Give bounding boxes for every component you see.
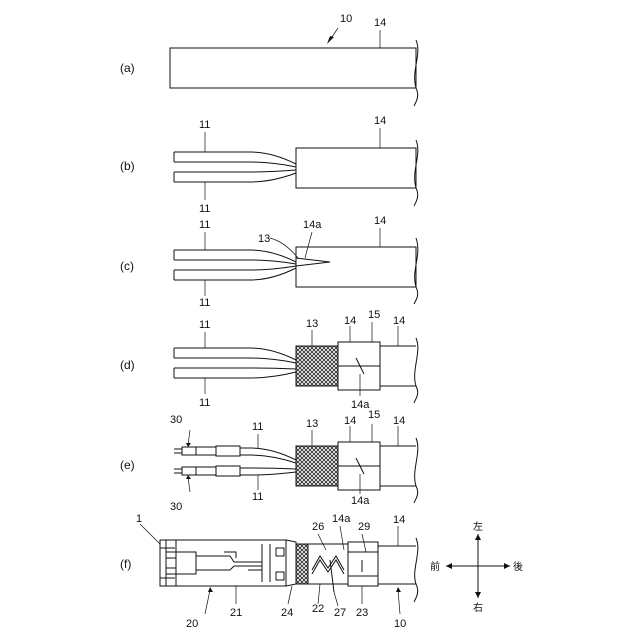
braided-shield [296,446,338,486]
cable-sheath [296,148,416,188]
ref-11-top: 11 [199,319,210,331]
ref-13: 13 [306,318,318,330]
ref-29: 29 [358,521,370,533]
panel-c: (c) 11 11 13 14a 14 [120,215,418,309]
panel-c-label: (c) [120,259,134,273]
cable-sheath [380,446,416,486]
break-line [414,538,418,602]
ferrule [348,542,378,586]
ref-13: 13 [258,233,270,245]
wire-lower [174,170,296,182]
leader-1 [140,524,160,544]
ref-10: 10 [394,618,406,630]
arrow-30-top [186,443,191,447]
ref-30-bottom: 30 [170,501,182,513]
panel-a: (a) 10 14 [120,13,418,106]
leader-22 [318,584,320,604]
ref-14-front: 14 [344,415,356,427]
ref-10: 10 [340,13,352,25]
panel-f-label: (f) [120,557,131,571]
leader-13 [270,238,298,258]
leader-30-top [188,430,190,445]
ref-30-top: 30 [170,414,182,426]
panel-e: (e) 30 30 11 11 13 14 15 [120,409,418,513]
ref-22: 22 [312,603,324,615]
ref-11-bottom: 11 [199,297,210,309]
ref-11-bottom: 11 [252,491,263,503]
terminal-lower [174,466,240,476]
ref-24: 24 [281,607,293,619]
braided-shield [296,544,308,584]
ref-21: 21 [230,607,242,619]
shield-shell [308,544,348,592]
terminal-upper [174,446,240,456]
arrow-back [504,563,510,569]
leader-24 [288,586,292,604]
arrow-20 [208,587,213,592]
ref-11-top: 11 [199,219,210,231]
wire-lower [240,468,296,475]
braided-shield [296,346,338,386]
ref-1: 1 [136,513,142,525]
direction-compass: 左 右 前 後 [430,520,523,614]
ref-15: 15 [368,409,380,421]
panel-e-label: (e) [120,458,135,472]
ref-27: 27 [334,607,346,619]
compass-front: 前 [430,560,440,573]
panel-b: (b) 11 11 14 [120,115,418,215]
ref-14a: 14a [332,513,351,525]
arrow-10 [396,587,401,592]
wire-upper [240,448,296,463]
cable-sheath [378,546,416,584]
wire-upper [174,250,296,264]
panel-d: (d) 11 11 13 14 15 14 14a [120,309,418,411]
compass-right: 右 [473,601,483,614]
cable-sheath [296,247,416,287]
lock-part [286,540,296,586]
cable-sheath [170,48,416,88]
compass-back: 後 [513,560,523,573]
panel-b-label: (b) [120,159,135,173]
ref-20: 20 [186,618,198,630]
wire-lower [174,368,296,378]
ref-14a: 14a [303,219,322,231]
ref-11-top: 11 [199,119,210,131]
cable-sheath [380,346,416,386]
panel-d-label: (d) [120,358,135,372]
ref-14-rear: 14 [393,415,405,427]
leader-30-bottom [188,477,190,492]
ref-14: 14 [374,215,386,227]
ref-11-top: 11 [252,421,263,433]
leader-20 [205,590,210,614]
ref-13: 13 [306,418,318,430]
compass-left: 左 [473,520,483,533]
ref-14: 14 [374,115,386,127]
ref-23: 23 [356,607,368,619]
ref-14: 14 [374,17,386,29]
leader-27 [334,592,338,606]
leader-10 [398,590,400,614]
ref-14: 14 [393,514,405,526]
wire-upper [174,348,296,363]
arrow-right [475,592,481,598]
wire-lower [174,266,296,280]
ref-11-bottom: 11 [199,203,210,215]
ref-14-rear: 14 [393,315,405,327]
break-line [414,338,418,403]
arrow-front [446,563,452,569]
ref-26: 26 [312,521,324,533]
ref-11-bottom: 11 [199,397,210,409]
arrow-30-bottom [186,475,191,479]
ref-14-front: 14 [344,315,356,327]
connector-housing [160,540,286,586]
ref-15: 15 [368,309,380,321]
arrow-left [475,534,481,540]
panel-a-label: (a) [120,61,135,75]
panel-f: (f) 1 [120,513,418,630]
wire-upper [174,152,296,167]
ref-14a: 14a [351,495,370,507]
arrow-10 [327,36,334,44]
break-line [414,438,418,503]
